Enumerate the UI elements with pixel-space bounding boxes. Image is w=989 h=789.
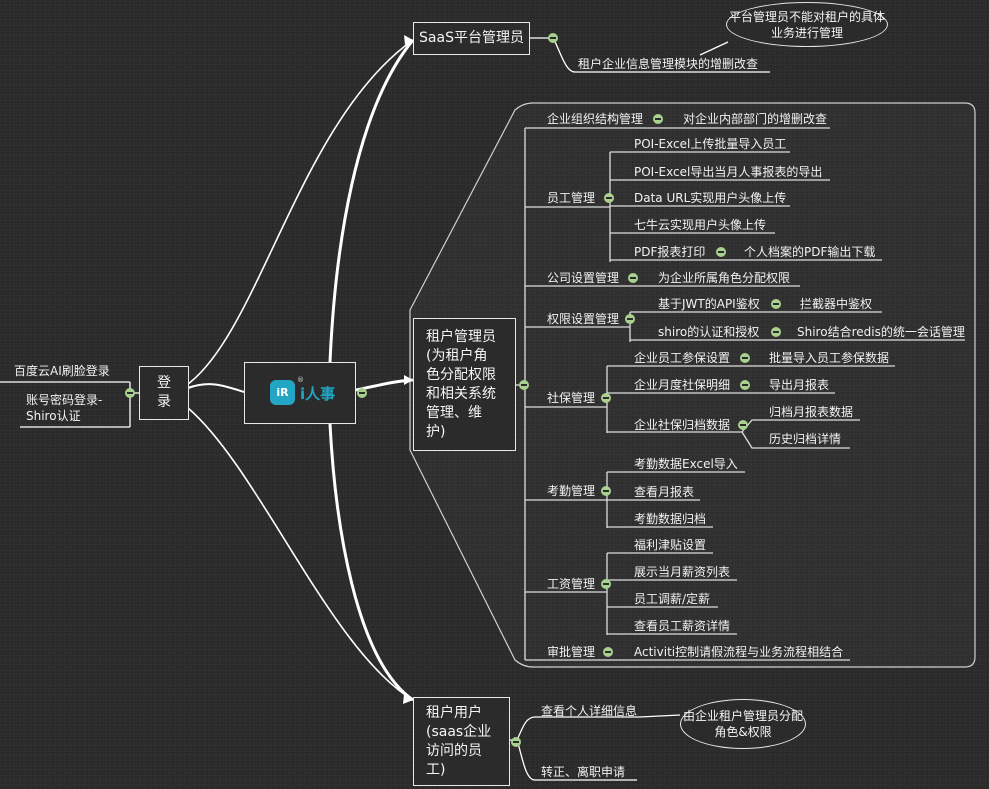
collapse-toggle-icon[interactable]	[601, 579, 611, 589]
tenant-user-title-line: (saas企业	[426, 723, 492, 740]
tenant-admin-title-line: 管理、维	[426, 404, 482, 421]
tenant-user-note: 由企业租户管理员分配角色&权限	[680, 699, 806, 749]
salary-item: 查看员工薪资详情	[634, 619, 731, 633]
saas-admin-node[interactable]: SaaS平台管理员	[413, 22, 530, 55]
permission-shiro: shiro的认证和授权	[658, 325, 760, 339]
social-archive-child: 历史归档详情	[769, 432, 842, 446]
tenant-user-info: 查看个人详细信息	[541, 704, 638, 718]
permission-jwt-child: 拦截器中鉴权	[800, 297, 873, 311]
approval-node[interactable]: 审批管理	[547, 645, 596, 659]
employee-item: 七牛云实现用户头像上传	[634, 218, 767, 232]
collapse-toggle-icon[interactable]	[740, 380, 750, 390]
note-line: 由企业租户管理员	[682, 709, 779, 723]
tenant-admin-group-outline	[409, 102, 976, 668]
collapse-toggle-icon[interactable]	[519, 380, 529, 390]
collapse-toggle-icon[interactable]	[716, 247, 726, 257]
salary-node[interactable]: 工资管理	[547, 577, 596, 591]
login-label-line1: 登	[157, 375, 171, 391]
collapse-toggle-icon[interactable]	[601, 393, 611, 403]
login-label-line2: 录	[157, 394, 171, 410]
org-structure-child: 对企业内部部门的增删改查	[683, 112, 828, 126]
attendance-node[interactable]: 考勤管理	[547, 484, 596, 498]
social-insurance-child: 批量导入员工参保数据	[769, 351, 890, 365]
social-monthly: 企业月度社保明细	[634, 378, 731, 392]
tenant-admin-title-line: 护)	[426, 423, 446, 440]
tenant-user-resign: 转正、离职申请	[541, 765, 626, 779]
tenant-user-title-line: 访问的员	[426, 742, 482, 759]
social-security-node[interactable]: 社保管理	[547, 391, 596, 405]
collapse-toggle-icon[interactable]	[511, 737, 521, 747]
attendance-item: 考勤数据归档	[634, 512, 707, 526]
salary-item: 员工调薪/定薪	[634, 592, 711, 606]
collapse-toggle-icon[interactable]	[628, 273, 638, 283]
attendance-item: 查看月报表	[634, 485, 695, 499]
collapse-toggle-icon[interactable]	[653, 114, 663, 124]
social-monthly-child: 导出月报表	[769, 378, 830, 392]
login-method-password: 账号密码登录-	[26, 393, 103, 407]
login-method-shiro: Shiro认证	[26, 409, 81, 423]
employee-item: Data URL实现用户头像上传	[634, 191, 787, 205]
collapse-toggle-icon[interactable]	[357, 388, 367, 398]
saas-admin-note: 平台管理员不能对租户的具体业务进行管理	[726, 2, 888, 47]
central-logo-node[interactable]: iR ® i人事	[244, 362, 356, 424]
app-logo-icon: iR	[270, 380, 295, 405]
employee-item-pdf: PDF报表打印	[634, 245, 706, 259]
salary-item: 福利津贴设置	[634, 538, 707, 552]
note-line: 分配角色&权限	[714, 709, 804, 739]
login-node[interactable]: 登录	[139, 366, 189, 420]
collapse-toggle-icon[interactable]	[603, 647, 613, 657]
registered-mark: ®	[297, 376, 304, 384]
tenant-user-title-line: 工)	[426, 761, 446, 778]
salary-item: 展示当月薪资列表	[634, 565, 731, 579]
collapse-toggle-icon[interactable]	[771, 327, 781, 337]
tenant-admin-node[interactable]: 租户管理员 (为租户角 色分配权限 和相关系统 管理、维 护)	[413, 318, 516, 451]
employee-mgmt-node[interactable]: 员工管理	[547, 191, 596, 205]
note-line: 平台管理员不能对租户	[728, 9, 849, 24]
approval-child: Activiti控制请假流程与业务流程相结合	[634, 645, 844, 659]
saas-admin-child: 租户企业信息管理模块的增删改查	[578, 57, 759, 71]
org-structure-node[interactable]: 企业组织结构管理	[547, 112, 644, 126]
permission-mgmt-node[interactable]: 权限设置管理	[547, 312, 620, 326]
employee-item: POI-Excel导出当月人事报表的导出	[634, 165, 823, 179]
collapse-toggle-icon[interactable]	[601, 486, 611, 496]
social-insurance: 企业员工参保设置	[634, 351, 731, 365]
tenant-user-node[interactable]: 租户用户 (saas企业 访问的员 工)	[413, 697, 510, 786]
login-method-face: 百度云AI刷脸登录	[14, 364, 110, 378]
tenant-admin-title-line: (为租户角	[426, 347, 488, 364]
tenant-admin-title-line: 和相关系统	[426, 385, 496, 402]
social-archive-child: 归档月报表数据	[769, 405, 854, 419]
collapse-toggle-icon[interactable]	[548, 33, 558, 43]
attendance-item: 考勤数据Excel导入	[634, 457, 738, 471]
employee-item: POI-Excel上传批量导入员工	[634, 137, 787, 151]
employee-pdf-child: 个人档案的PDF输出下载	[744, 245, 876, 259]
collapse-toggle-icon[interactable]	[771, 299, 781, 309]
note-line: 的具体业务进行管理	[770, 9, 886, 40]
collapse-toggle-icon[interactable]	[740, 353, 750, 363]
collapse-toggle-icon[interactable]	[125, 388, 135, 398]
tenant-admin-title-line: 租户管理员	[426, 328, 496, 345]
collapse-toggle-icon[interactable]	[738, 420, 748, 430]
company-settings-child: 为企业所属角色分配权限	[658, 271, 791, 285]
brand-name: i人事	[300, 385, 336, 403]
permission-jwt: 基于JWT的API鉴权	[658, 297, 760, 311]
collapse-toggle-icon[interactable]	[625, 314, 635, 324]
saas-admin-title: SaaS平台管理员	[419, 30, 524, 46]
permission-shiro-child: Shiro结合redis的统一会话管理	[797, 325, 965, 339]
collapse-toggle-icon[interactable]	[604, 193, 614, 203]
company-settings-node[interactable]: 公司设置管理	[547, 271, 620, 285]
tenant-user-title-line: 租户用户	[426, 704, 482, 721]
tenant-admin-title-line: 色分配权限	[426, 366, 496, 383]
social-archive: 企业社保归档数据	[634, 418, 731, 432]
